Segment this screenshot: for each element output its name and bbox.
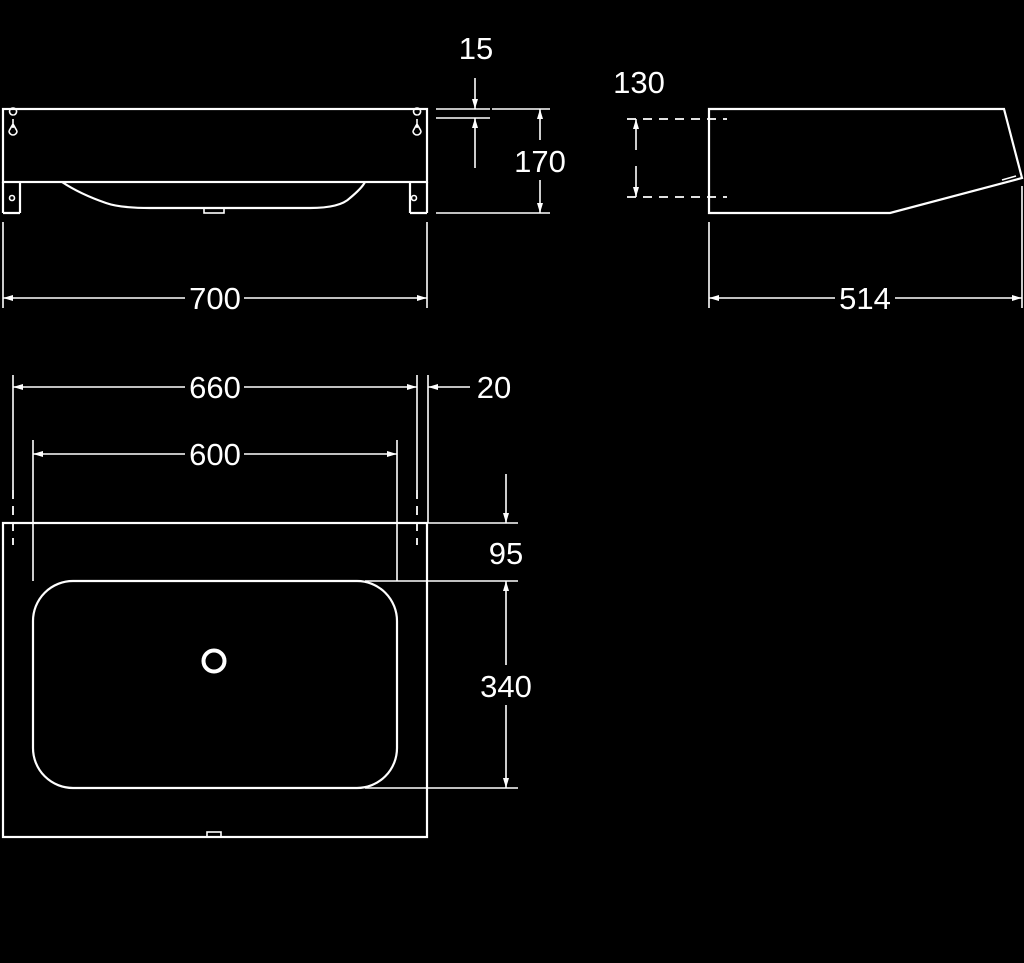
dim-outer-width: 660 <box>12 370 418 490</box>
dim-label: 20 <box>477 370 511 405</box>
mounting-hole-icon <box>410 194 418 202</box>
basin-curve <box>61 181 366 210</box>
top-view <box>1 490 429 839</box>
dim-label: 514 <box>839 281 891 316</box>
dim-side-height: 130 <box>613 65 727 198</box>
dim-label: 95 <box>489 536 523 571</box>
dim-bowl-setback: 95 <box>365 474 523 582</box>
mounting-hole-icon <box>8 194 16 202</box>
dim-label: 15 <box>459 31 493 66</box>
dim-label: 660 <box>189 370 241 405</box>
dim-front-height: 170 <box>436 108 566 214</box>
dim-top-offset: 15 <box>436 31 493 168</box>
dim-side-depth: 514 <box>708 186 1023 316</box>
dim-label: 340 <box>480 669 532 704</box>
dim-label: 130 <box>613 65 665 100</box>
drain-icon <box>201 648 227 674</box>
dim-label: 170 <box>514 144 566 179</box>
side-body <box>707 107 1024 215</box>
front-view <box>1 107 429 215</box>
drain-outlet <box>203 207 225 214</box>
top-body <box>1 521 429 839</box>
side-view <box>707 107 1024 215</box>
dim-front-width: 700 <box>2 222 428 316</box>
keyhole-icon <box>412 107 422 136</box>
keyhole-icon <box>8 107 18 136</box>
basin-bowl <box>31 579 399 790</box>
front-body <box>1 107 429 184</box>
dim-bowl-depth: 340 <box>365 581 532 789</box>
dim-label: 600 <box>189 437 241 472</box>
dim-bowl-width: 600 <box>32 437 398 581</box>
dim-label: 700 <box>189 281 241 316</box>
dim-right-offset: 20 <box>427 370 511 523</box>
